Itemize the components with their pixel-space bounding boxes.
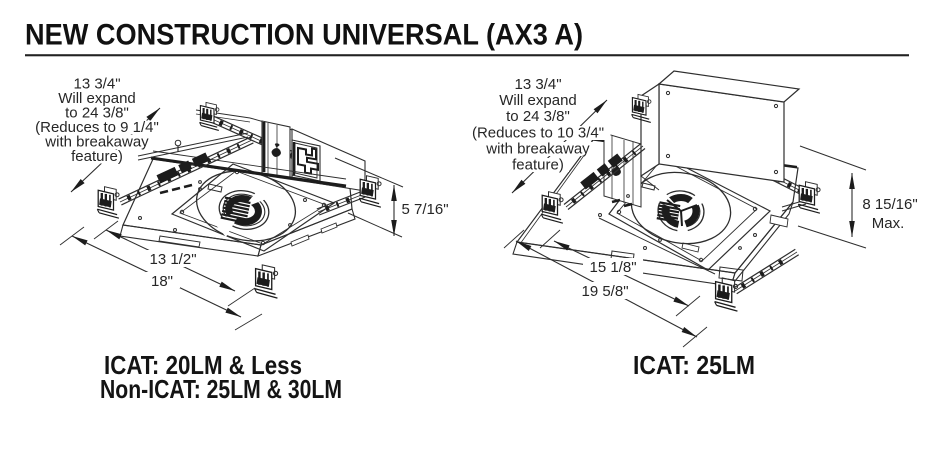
svg-text:to 24 3/8": to 24 3/8" <box>506 108 570 125</box>
svg-text:Non-ICAT: 25LM & 30LM: Non-ICAT: 25LM & 30LM <box>100 374 342 404</box>
svg-text:NEW CONSTRUCTION UNIVERSAL (AX: NEW CONSTRUCTION UNIVERSAL (AX3 A) <box>25 19 583 52</box>
svg-text:ICAT: 20LM & Less: ICAT: 20LM & Less <box>104 350 302 380</box>
svg-text:5 7/16": 5 7/16" <box>401 201 448 218</box>
svg-text:with breakaway: with breakaway <box>44 134 149 151</box>
svg-text:8 15/16": 8 15/16" <box>862 196 917 213</box>
svg-text:18": 18" <box>151 273 173 290</box>
svg-text:13 1/2": 13 1/2" <box>149 251 196 268</box>
svg-text:ICAT: 25LM: ICAT: 25LM <box>633 350 755 380</box>
svg-text:13 3/4": 13 3/4" <box>514 76 561 93</box>
svg-text:to 24 3/8": to 24 3/8" <box>65 105 129 122</box>
svg-text:Max.: Max. <box>872 215 905 232</box>
svg-text:(Reduces to 10 3/4": (Reduces to 10 3/4" <box>472 125 604 142</box>
svg-text:13 3/4": 13 3/4" <box>73 76 120 93</box>
svg-text:15 1/8": 15 1/8" <box>589 259 636 276</box>
svg-text:Will expand: Will expand <box>499 92 577 109</box>
svg-text:with breakaway: with breakaway <box>485 141 590 158</box>
svg-text:Will expand: Will expand <box>58 90 136 107</box>
svg-text:19 5/8": 19 5/8" <box>581 283 628 300</box>
svg-text:feature): feature) <box>512 157 564 174</box>
svg-text:(Reduces to 9 1/4": (Reduces to 9 1/4" <box>35 119 159 136</box>
svg-text:feature): feature) <box>71 148 123 165</box>
